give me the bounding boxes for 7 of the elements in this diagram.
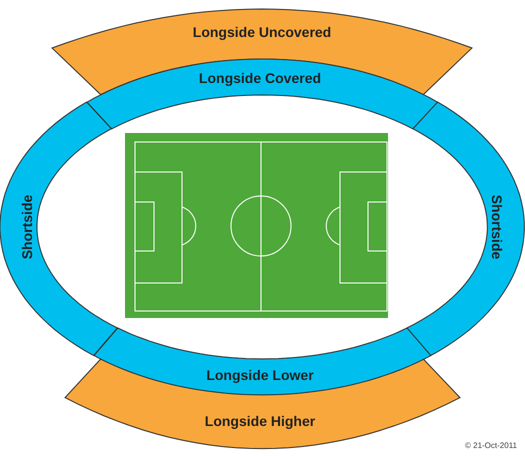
section-label: Longside Uncovered xyxy=(192,24,332,40)
section-label: Shortside xyxy=(488,194,505,260)
section-label: Longside Higher xyxy=(204,412,316,429)
section-label: Shortside xyxy=(18,194,35,260)
section-label: Longside Lower xyxy=(206,366,314,383)
copyright-note: © 21-Oct-2011 xyxy=(465,441,517,450)
section-label: Longside Covered xyxy=(198,70,322,86)
